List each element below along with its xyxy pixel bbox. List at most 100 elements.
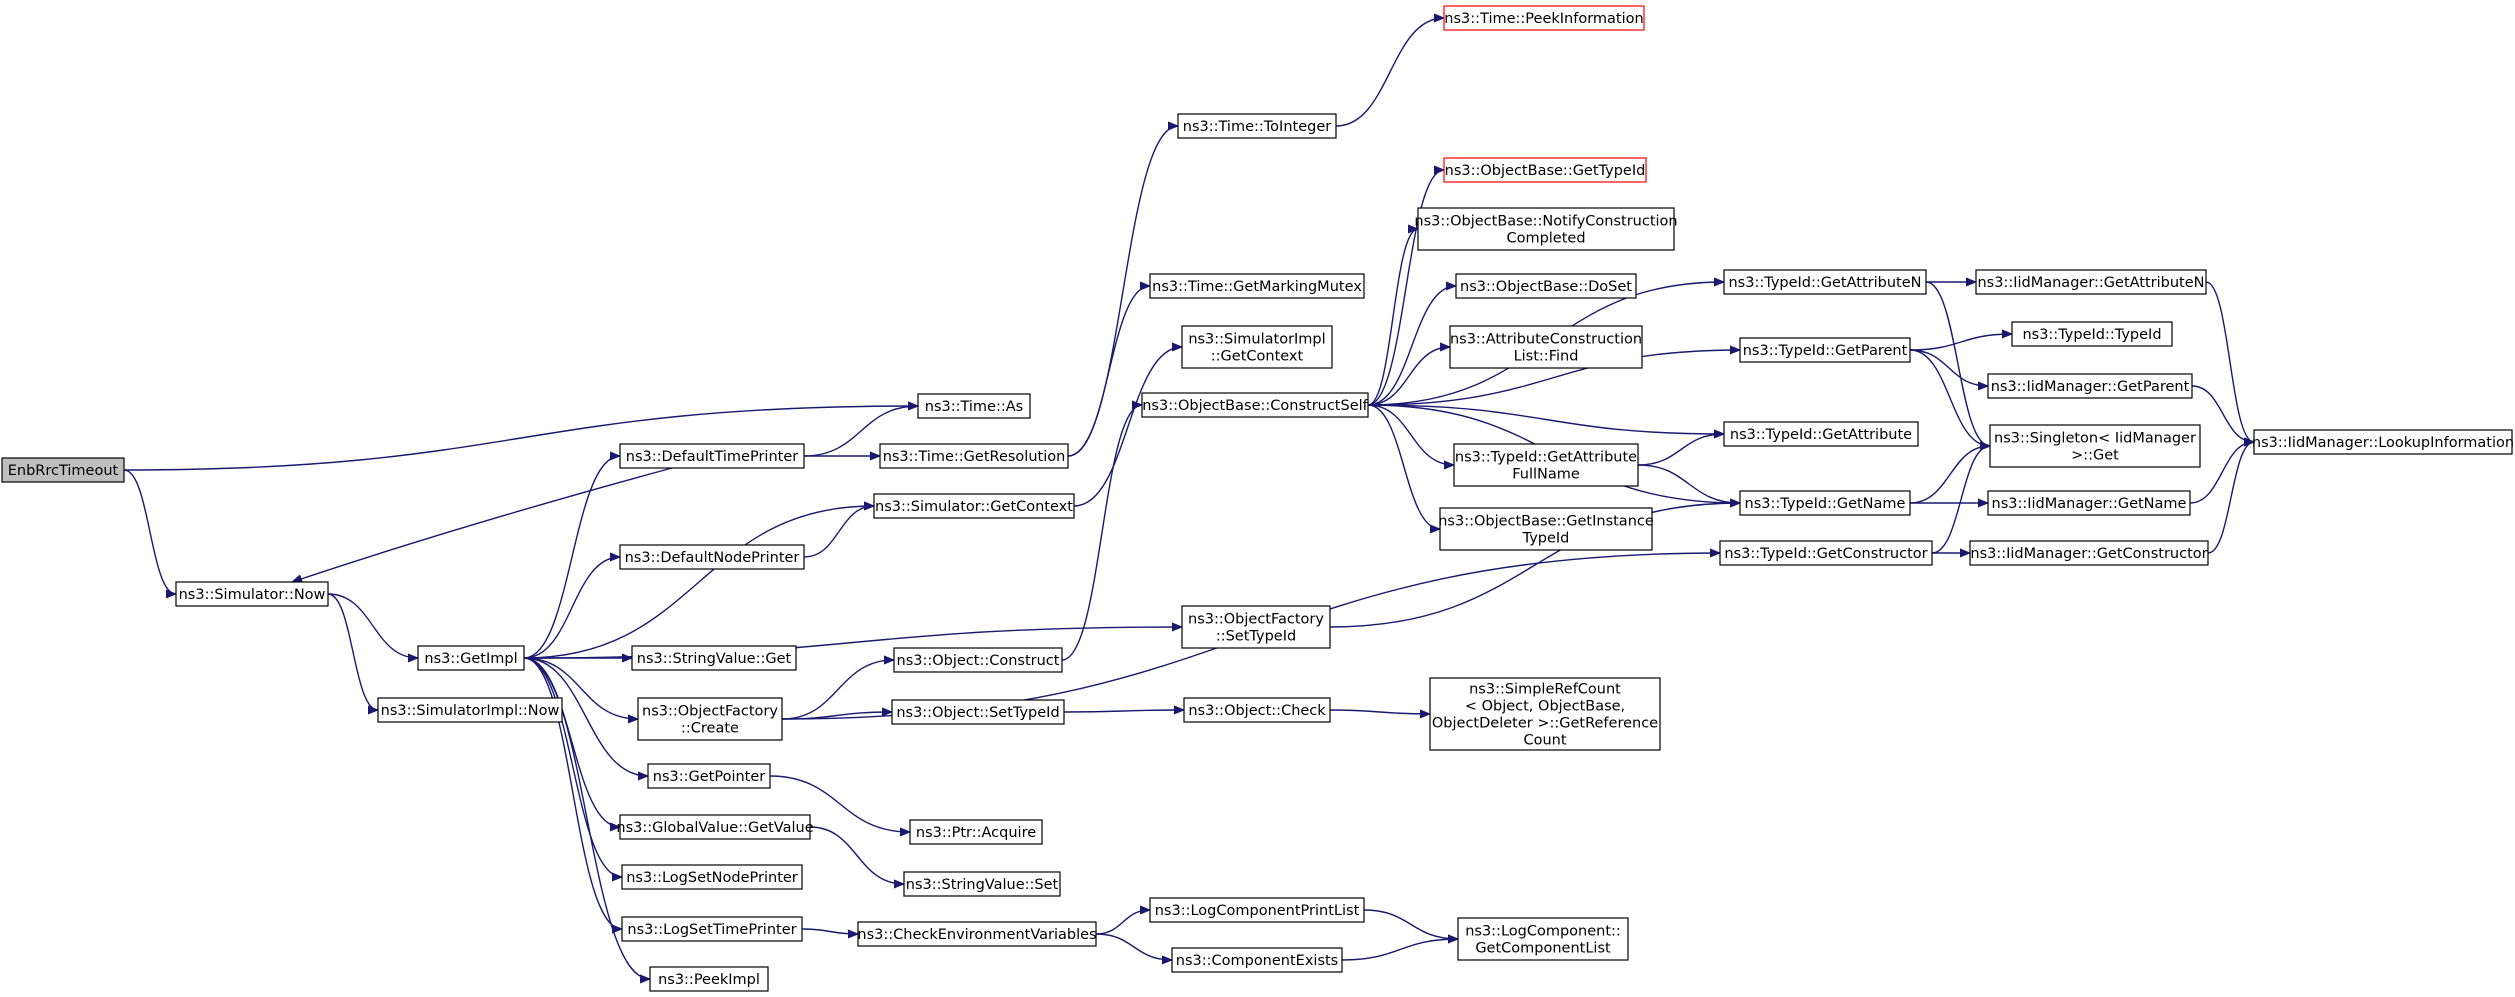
node-type-id-get-attribute[interactable]: ns3::TypeId::GetAttribute	[1723, 421, 1919, 447]
node-obj-check[interactable]: ns3::Object::Check	[1183, 697, 1331, 723]
edge-type-id-get-parent-to-singleton-get	[1909, 349, 1990, 446]
node-peek-information[interactable]: ns3::Time::PeekInformation	[1443, 5, 1645, 31]
node-label: FullName	[1512, 467, 1580, 483]
node-string-value-set[interactable]: ns3::StringValue::Set	[903, 871, 1061, 897]
edge-get-impl-to-obj-fact-create	[523, 657, 638, 719]
node-sim-impl-now[interactable]: ns3::SimulatorImpl::Now	[377, 697, 563, 723]
node-label: ns3::DefaultTimePrinter	[626, 449, 798, 465]
edge-obj-fact-create-to-obj-construct	[781, 660, 894, 720]
node-type-id-get-parent[interactable]: ns3::TypeId::GetParent	[1739, 337, 1911, 363]
node-label: ns3::GetImpl	[424, 651, 517, 667]
node-label: ns3::IidManager::GetAttributeN	[1977, 275, 2204, 291]
edge-get-impl-to-log-set-time-printer	[523, 657, 623, 929]
node-comp-exists[interactable]: ns3::ComponentExists	[1171, 947, 1343, 973]
edge-get-impl-to-get-pointer	[523, 657, 648, 776]
node-iid-get-name[interactable]: ns3::IidManager::GetName	[1987, 490, 2191, 516]
node-log-set-time-printer[interactable]: ns3::LogSetTimePrinter	[621, 916, 803, 942]
node-check-env-vars[interactable]: ns3::CheckEnvironmentVariables	[857, 921, 1097, 947]
node-label: ns3::StringValue::Set	[906, 877, 1059, 893]
node-simple-ref-count[interactable]: ns3::SimpleRefCount< Object, ObjectBase,…	[1429, 677, 1661, 751]
edge-type-id-get-attribute-n-to-singleton-get	[1925, 281, 1991, 446]
node-box	[879, 443, 1069, 469]
node-def-node-printer[interactable]: ns3::DefaultNodePrinter	[619, 544, 805, 570]
node-label: ns3::IidManager::GetName	[1992, 496, 2187, 512]
edge-type-id-get-name-to-singleton-get	[1909, 446, 1990, 504]
node-obj-fact-set-type-id[interactable]: ns3::ObjectFactory::SetTypeId	[1181, 605, 1331, 649]
node-type-id-get-name[interactable]: ns3::TypeId::GetName	[1739, 490, 1911, 516]
node-def-time-printer[interactable]: ns3::DefaultTimePrinter	[619, 443, 805, 469]
node-peek-impl[interactable]: ns3::PeekImpl	[649, 966, 769, 992]
node-singleton-get[interactable]: ns3::Singleton< IidManager>::Get	[1989, 424, 2201, 468]
node-log-comp-print-list[interactable]: ns3::LogComponentPrintList	[1149, 897, 1365, 923]
node-box	[857, 921, 1097, 947]
edge-get-attr-full-name-to-type-id-get-attribute	[1637, 434, 1724, 466]
node-label: ns3::TypeId::GetAttribute	[1730, 427, 1912, 443]
node-get-impl[interactable]: ns3::GetImpl	[417, 645, 525, 671]
node-iid-get-parent[interactable]: ns3::IidManager::GetParent	[1987, 373, 2193, 399]
edge-obj-check-to-simple-ref-count	[1329, 710, 1430, 714]
node-label: ns3::SimulatorImpl	[1188, 332, 1325, 348]
node-obj-fact-create[interactable]: ns3::ObjectFactory::Create	[637, 697, 783, 741]
node-obj-base-get-type-id[interactable]: ns3::ObjectBase::GetTypeId	[1443, 157, 1647, 183]
node-box	[873, 493, 1075, 519]
edges	[123, 18, 2255, 979]
node-get-pointer[interactable]: ns3::GetPointer	[647, 763, 771, 789]
node-label: ns3::ObjectBase::GetTypeId	[1445, 163, 1646, 179]
node-construct-self[interactable]: ns3::ObjectBase::ConstructSelf	[1141, 392, 1369, 418]
node-label: ns3::ObjectFactory	[1188, 612, 1324, 628]
node-obj-construct[interactable]: ns3::Object::Construct	[893, 647, 1063, 673]
node-log-comp-get-list[interactable]: ns3::LogComponent::GetComponentList	[1457, 917, 1629, 961]
node-sim-impl-get-context[interactable]: ns3::SimulatorImpl::GetContext	[1181, 325, 1333, 369]
node-obj-set-type-id[interactable]: ns3::Object::SetTypeId	[891, 699, 1065, 725]
edge-construct-self-to-type-id-get-attribute	[1367, 404, 1724, 434]
node-box	[917, 393, 1031, 419]
node-global-get-value[interactable]: ns3::GlobalValue::GetValue	[616, 814, 814, 840]
node-label: ns3::StringValue::Get	[637, 651, 792, 667]
node-label: GetComponentList	[1475, 941, 1611, 957]
edge-global-get-value-to-string-value-set	[809, 826, 904, 884]
node-label: ns3::ObjectBase::NotifyConstruction	[1414, 214, 1677, 230]
edge-def-time-printer-to-time-as	[803, 406, 918, 457]
node-ptr-acquire[interactable]: ns3::Ptr::Acquire	[909, 819, 1043, 845]
node-label: ns3::ObjectBase::DoSet	[1460, 279, 1632, 295]
node-log-set-node-printer[interactable]: ns3::LogSetNodePrinter	[621, 864, 803, 890]
edge-type-id-get-parent-to-type-id-type-id	[1909, 334, 2012, 351]
node-iid-get-constructor[interactable]: ns3::IidManager::GetConstructor	[1969, 540, 2209, 566]
node-type-id-get-attribute-n[interactable]: ns3::TypeId::GetAttributeN	[1723, 269, 1927, 295]
node-sim-get-context[interactable]: ns3::Simulator::GetContext	[873, 493, 1075, 519]
node-label: ns3::LogComponent::	[1465, 924, 1621, 940]
node-box	[649, 966, 769, 992]
edge-get-impl-to-log-set-node-printer	[523, 657, 623, 877]
node-label: ns3::Object::SetTypeId	[896, 705, 1059, 721]
node-time-as[interactable]: ns3::Time::As	[917, 393, 1031, 419]
node-iid-lookup-info[interactable]: ns3::IidManager::LookupInformation	[2252, 429, 2514, 455]
edge-obj-construct-to-construct-self	[1061, 405, 1143, 661]
node-box	[2253, 429, 2513, 455]
node-box	[619, 814, 811, 840]
node-box	[1417, 207, 1675, 251]
node-string-value-get[interactable]: ns3::StringValue::Get	[631, 645, 797, 671]
node-label: ns3::Ptr::Acquire	[916, 825, 1036, 841]
node-get-resolution[interactable]: ns3::Time::GetResolution	[879, 443, 1069, 469]
node-notify-construction[interactable]: ns3::ObjectBase::NotifyConstructionCompl…	[1414, 207, 1678, 251]
node-get-marking-mutex[interactable]: ns3::Time::GetMarkingMutex	[1149, 273, 1365, 299]
node-label: ns3::ComponentExists	[1176, 953, 1339, 969]
edge-enb-rrc-timeout-to-sim-now	[123, 469, 177, 594]
node-sim-now[interactable]: ns3::Simulator::Now	[175, 581, 329, 607]
node-box	[1439, 507, 1653, 551]
node-enb-rrc-timeout[interactable]: EnbRrcTimeout	[1, 457, 125, 483]
node-box	[647, 763, 771, 789]
node-type-id-type-id[interactable]: ns3::TypeId::TypeId	[2011, 321, 2173, 347]
node-time-to-integer[interactable]: ns3::Time::ToInteger	[1177, 113, 1337, 139]
node-box	[417, 645, 525, 671]
node-type-id-get-constructor[interactable]: ns3::TypeId::GetConstructor	[1719, 540, 1933, 566]
node-box	[621, 916, 803, 942]
node-box	[1987, 373, 2193, 399]
edge-construct-self-to-get-instance-type-id	[1367, 404, 1441, 529]
node-do-set[interactable]: ns3::ObjectBase::DoSet	[1455, 273, 1637, 299]
node-iid-get-attribute-n[interactable]: ns3::IidManager::GetAttributeN	[1975, 269, 2207, 295]
